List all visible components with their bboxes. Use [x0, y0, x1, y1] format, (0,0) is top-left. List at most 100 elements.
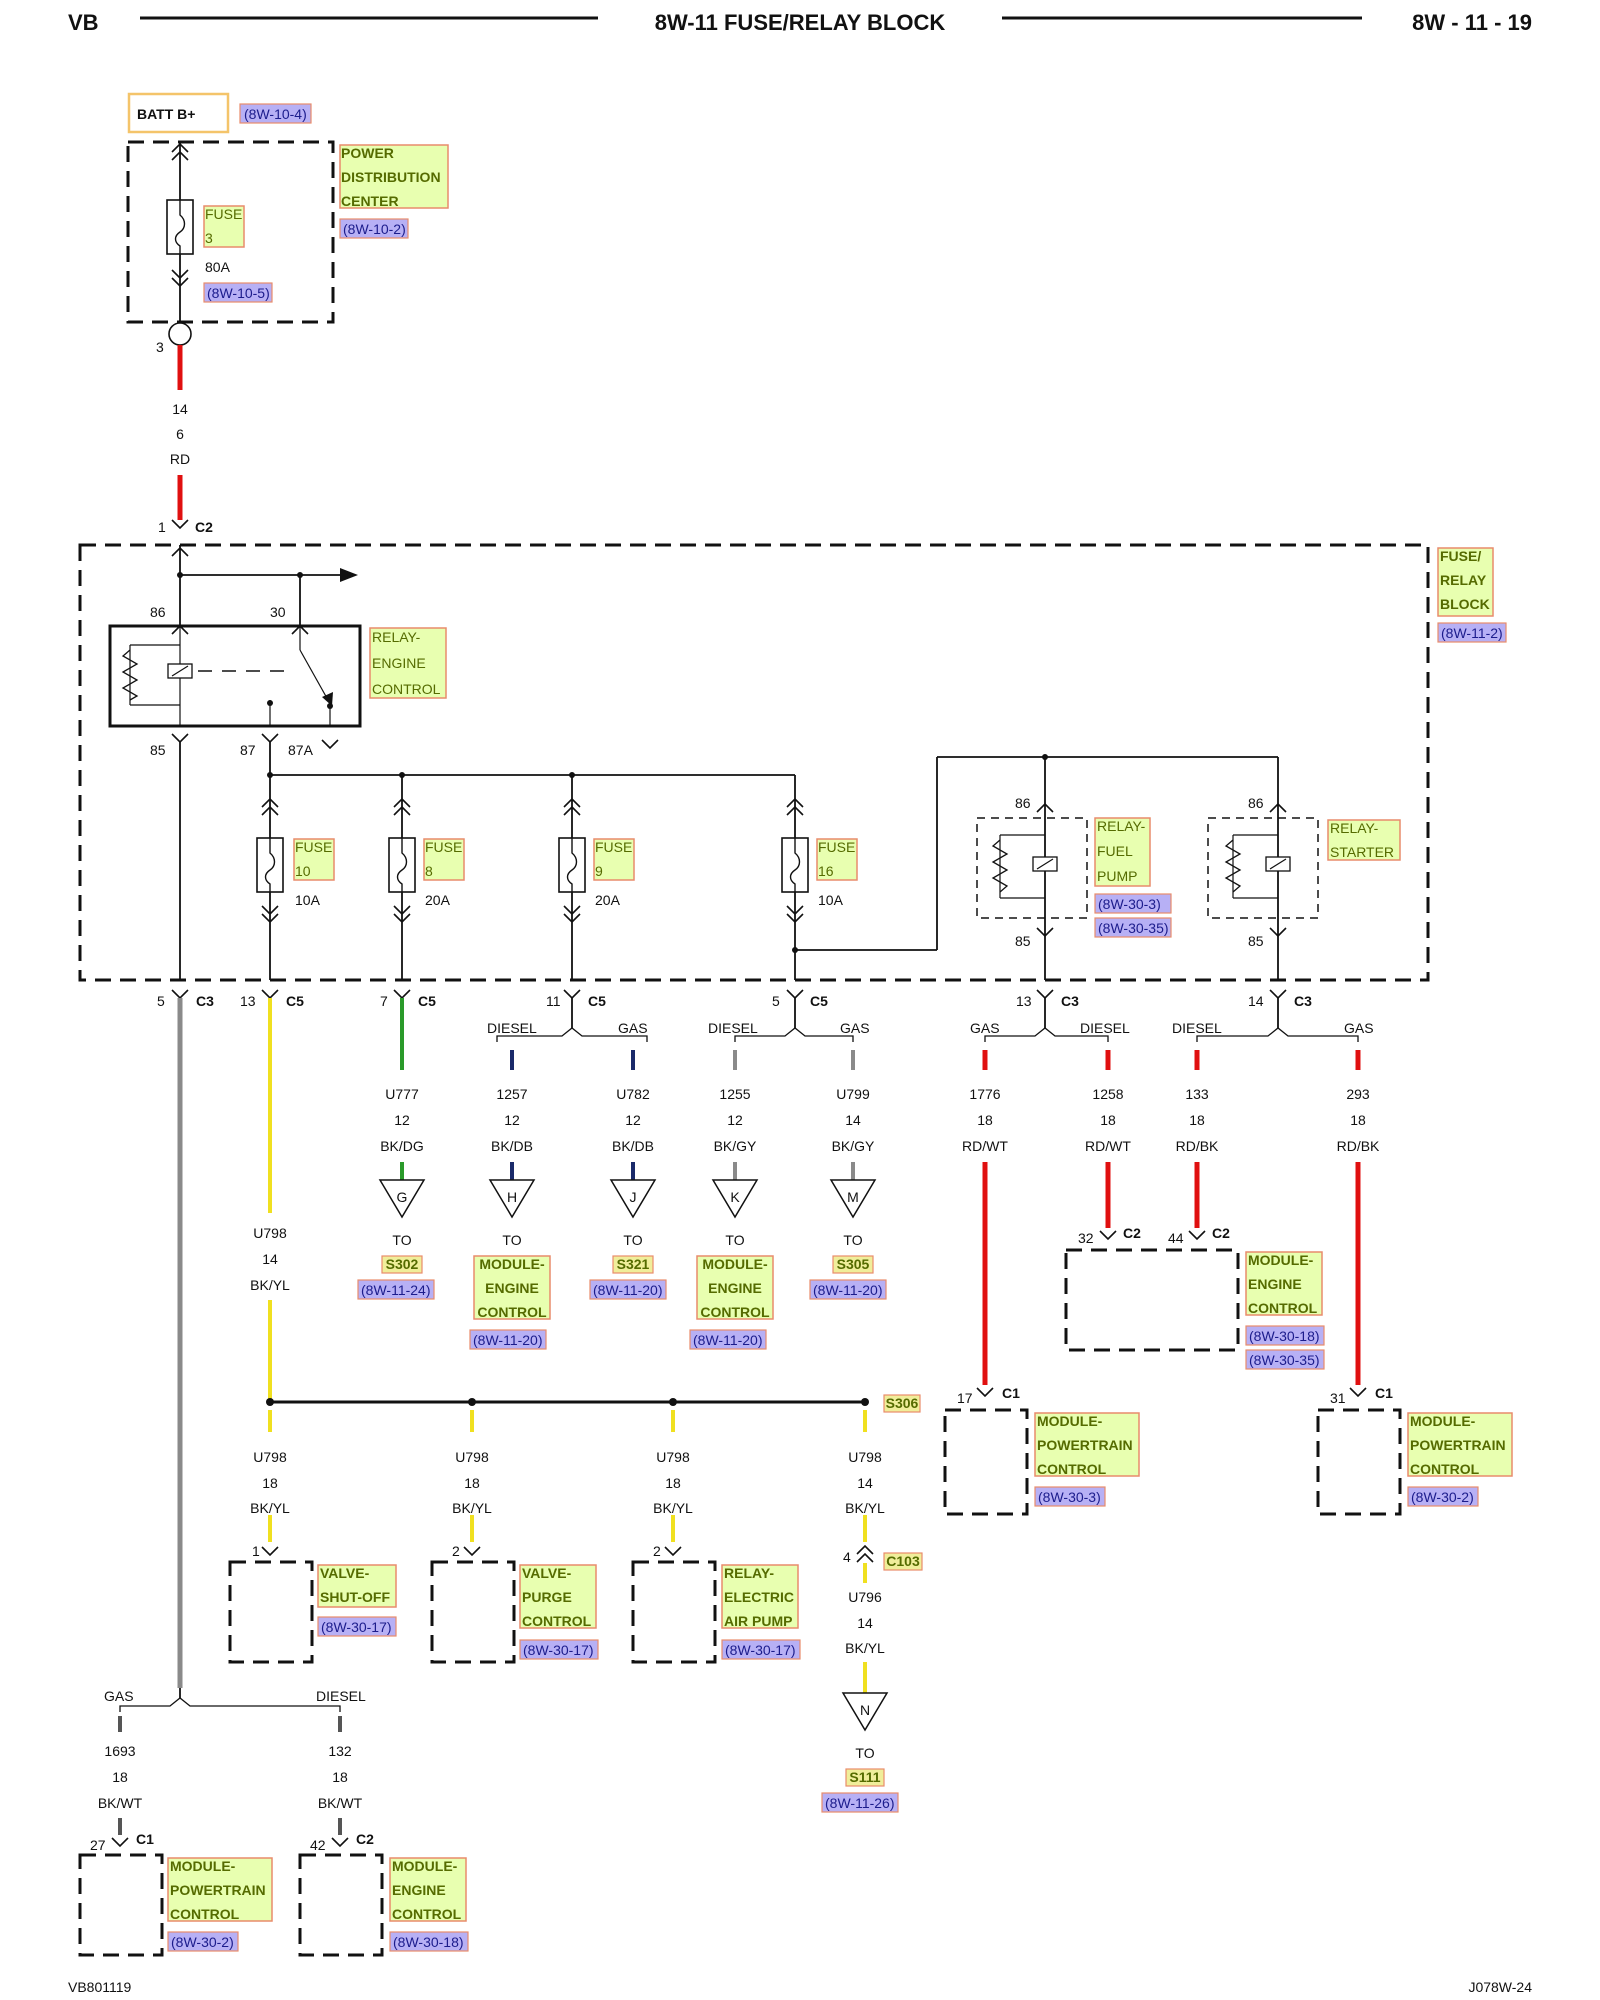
c103-box: [883, 1552, 923, 1571]
bl-pcm-line1: MODULE-: [170, 1858, 236, 1874]
relay-air-pump-ref[interactable]: (8W-30-17): [725, 1642, 796, 1658]
ecm-right-pin1: 32: [1078, 1230, 1094, 1246]
pcm-mid-line3: CONTROL: [1037, 1461, 1107, 1477]
valve-shutoff-label-box: [317, 1564, 397, 1608]
pcm-right-ref[interactable]: (8W-30-2): [1411, 1489, 1474, 1505]
c103-name[interactable]: C103: [886, 1553, 920, 1569]
dest-h-line2: ENGINE: [485, 1280, 539, 1296]
fuse-10: [256, 775, 284, 980]
triangle-k: K: [711, 1179, 759, 1219]
feed-color: RD: [170, 451, 190, 467]
fuse-bus: [267, 742, 795, 778]
dest-n-ref[interactable]: (8W-11-26): [825, 1795, 895, 1811]
dest-g-name[interactable]: S302: [386, 1256, 419, 1272]
relay-ec-pin87a: 87A: [288, 742, 314, 758]
relay-fp-ref2[interactable]: (8W-30-35): [1098, 920, 1169, 936]
valve-purge-line2: PURGE: [522, 1589, 572, 1605]
pdc-box: [126, 140, 335, 324]
relay-fp-line3: PUMP: [1097, 868, 1137, 884]
tri-k-letter: K: [730, 1189, 740, 1205]
ecm-right-component: [1064, 1230, 1240, 1352]
bl-ecm-line3: CONTROL: [392, 1906, 462, 1922]
c103-connector: [856, 1544, 874, 1563]
dest-j-ref[interactable]: (8W-11-20): [593, 1282, 663, 1298]
footer-right: J078W-24: [1468, 1979, 1532, 1995]
dest-k-ref[interactable]: (8W-11-20): [693, 1332, 763, 1348]
dest-g-ref[interactable]: (8W-11-24): [361, 1282, 431, 1298]
split3-diesel: DIESEL: [1080, 1020, 1130, 1036]
splice-name[interactable]: S306: [886, 1395, 919, 1411]
branch4-gauge: 14: [857, 1475, 873, 1491]
dest-k-box: [696, 1255, 774, 1320]
wire-133-gauge: 18: [1189, 1112, 1205, 1128]
dest-g-box: [381, 1255, 423, 1274]
c3-name-c: C3: [1294, 993, 1312, 1009]
valve-purge-line3: CONTROL: [522, 1613, 592, 1629]
bl-ecm-line2: ENGINE: [392, 1882, 446, 1898]
wire-1255-color: BK/GY: [714, 1138, 757, 1154]
frb-line1: FUSE/: [1440, 548, 1481, 564]
bl-wire1-color: BK/WT: [98, 1795, 143, 1811]
ecm-right-line2: ENGINE: [1248, 1276, 1302, 1292]
relay-fp-pin85: 85: [1015, 933, 1031, 949]
branch1-color: BK/YL: [250, 1500, 290, 1516]
pcm-mid-conn: C1: [1002, 1385, 1020, 1401]
pcm-mid-line1: MODULE-: [1037, 1413, 1103, 1429]
pdc-terminal: [168, 322, 192, 346]
valve-purge-line1: VALVE-: [522, 1565, 572, 1581]
dest-h-ref-box: [469, 1329, 547, 1350]
triangle-n: N: [841, 1692, 889, 1732]
ecm-right-ref1[interactable]: (8W-30-18): [1249, 1328, 1320, 1344]
dest-h-ref[interactable]: (8W-11-20): [473, 1332, 543, 1348]
tri-m-letter: M: [847, 1189, 859, 1205]
fuse3-ref[interactable]: (8W-10-5): [207, 285, 270, 301]
relay-air-pump-line2: ELECTRIC: [724, 1589, 794, 1605]
wire-293-id: 293: [1346, 1086, 1370, 1102]
fuse3-label-box: [203, 205, 245, 248]
pcm-mid-ref-box: [1034, 1486, 1106, 1507]
bl-pcm-line2: POWERTRAIN: [170, 1882, 266, 1898]
pcm-mid-ref[interactable]: (8W-30-3): [1038, 1489, 1101, 1505]
wire-u799-id: U799: [836, 1086, 870, 1102]
pcm-mid-pin: 17: [957, 1390, 973, 1406]
dest-m-ref[interactable]: (8W-11-20): [813, 1282, 883, 1298]
branch2-id: U798: [455, 1449, 489, 1465]
bottom-left-split: [118, 1688, 342, 1835]
dest-n-name[interactable]: S111: [849, 1769, 880, 1785]
valve-shutoff-line2: SHUT-OFF: [320, 1589, 390, 1605]
valve-purge-ref[interactable]: (8W-30-17): [523, 1642, 594, 1658]
fuse9-label-box: [593, 838, 635, 881]
fuse8-label: FUSE: [425, 839, 462, 855]
bl-pcm-conn: C1: [136, 1831, 154, 1847]
wire-u799-gauge: 14: [845, 1112, 861, 1128]
c3-name-b: C3: [1061, 993, 1079, 1009]
pdc-ref[interactable]: (8W-10-2): [343, 221, 406, 237]
header-left: VB: [68, 10, 99, 35]
dest-m-ref-box: [809, 1279, 887, 1300]
ecm-right-ref2[interactable]: (8W-30-35): [1249, 1352, 1320, 1368]
bl-ecm-ref[interactable]: (8W-30-18): [393, 1934, 464, 1950]
dest-j-name[interactable]: S321: [617, 1256, 650, 1272]
batt-ref[interactable]: (8W-10-4): [244, 106, 307, 122]
bl-pcm-ref[interactable]: (8W-30-2): [171, 1934, 234, 1950]
wire-1255-id: 1255: [719, 1086, 750, 1102]
valve-shutoff-ref[interactable]: (8W-30-17): [321, 1619, 392, 1635]
branch2-color: BK/YL: [452, 1500, 492, 1516]
relay-fp-ref1-box: [1094, 893, 1172, 914]
dest-j-ref-box: [589, 1279, 667, 1300]
relay-ec-pin86: 86: [150, 604, 166, 620]
relay-fp-ref1[interactable]: (8W-30-3): [1098, 896, 1161, 912]
bl-wire1-gauge: 18: [112, 1769, 128, 1785]
u798-main-color: BK/YL: [250, 1277, 290, 1293]
fuse8-num: 8: [425, 863, 433, 879]
relay-ec-pin85: 85: [150, 742, 166, 758]
dest-m-to: TO: [843, 1232, 862, 1248]
dest-g-ref-box: [357, 1279, 435, 1300]
dest-m-name[interactable]: S305: [837, 1256, 870, 1272]
frb-ref[interactable]: (8W-11-2): [1441, 625, 1503, 641]
dest-h-box: [473, 1255, 551, 1320]
relay-ec-label-box: [369, 627, 447, 699]
relay-st-pin86: 86: [1248, 795, 1264, 811]
ecm-right-conn2: C2: [1212, 1225, 1230, 1241]
branch3-color: BK/YL: [653, 1500, 693, 1516]
